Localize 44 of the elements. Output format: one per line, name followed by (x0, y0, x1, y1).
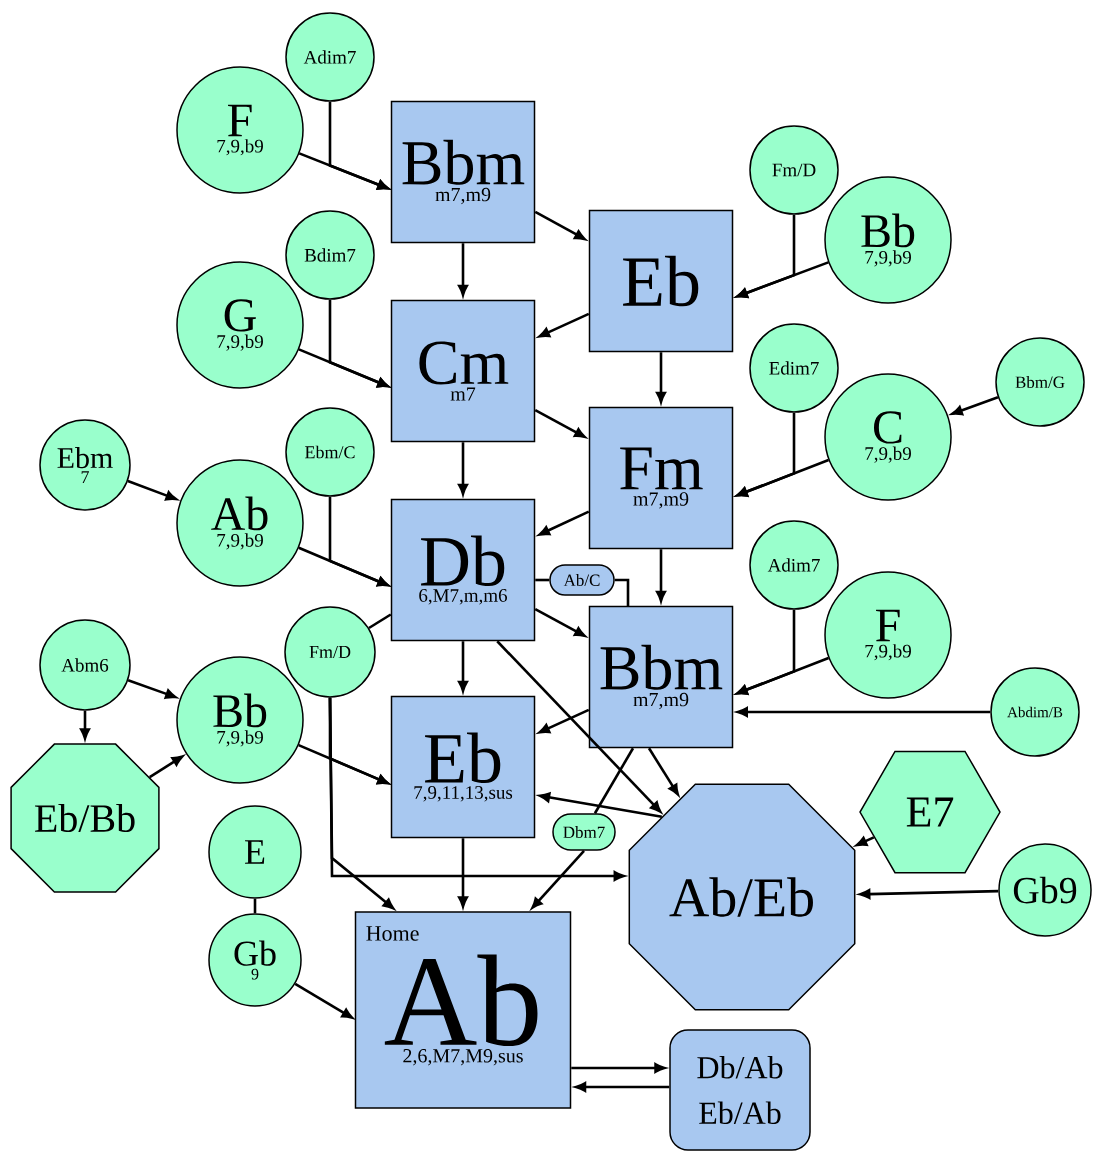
connector-line (535, 578, 550, 582)
chord-box: Bbm m7,m9 (588, 605, 734, 749)
arrow (538, 510, 590, 536)
arrow (736, 609, 796, 695)
arrow (538, 792, 662, 819)
connector-line (593, 747, 635, 814)
chord-box: Db 6,M7,m,m6 (390, 498, 536, 642)
arrow (647, 747, 679, 796)
chord-pill: Ab/C (549, 564, 615, 596)
chord-box: Cm m7 (390, 299, 536, 443)
arrow (328, 101, 389, 190)
arrow (736, 412, 796, 497)
chord-hexagon: E7 (859, 750, 1001, 874)
arrow (328, 697, 395, 910)
arrow (736, 707, 991, 717)
chord-box: Bbm m7,m9 (390, 100, 536, 244)
arrow (294, 982, 353, 1019)
chord-pill: Dbm7 (552, 813, 616, 851)
arrow (328, 496, 389, 587)
arrow (149, 755, 184, 779)
arrow (458, 838, 468, 908)
arrow (538, 708, 590, 734)
arrow (571, 1063, 666, 1073)
arrow (80, 710, 90, 740)
arrow (328, 299, 389, 388)
home-chord-box: Home Ab 2,6,M7,M9,sus (354, 911, 572, 1109)
chord-box: Eb (588, 209, 734, 353)
connector-line (368, 613, 392, 630)
arrow (538, 312, 590, 338)
arrow (855, 836, 875, 847)
arrow (531, 849, 585, 909)
connector-line (253, 898, 257, 914)
chord-box: Eb 7,9,11,13,sus (390, 695, 536, 839)
arrow (496, 640, 662, 813)
arrow (534, 210, 586, 241)
arrow (534, 607, 586, 637)
chord-octagon: Ab/Eb (628, 783, 856, 1011)
arrow (736, 214, 796, 298)
rounded-chord-box: Db/Ab Eb/Ab (669, 1029, 811, 1151)
chord-octagon: Eb/Bb (10, 743, 160, 893)
chord-box: Fm m7,m9 (588, 406, 734, 550)
arrow (534, 408, 586, 438)
arrow (951, 396, 999, 416)
connector-line (614, 578, 630, 607)
